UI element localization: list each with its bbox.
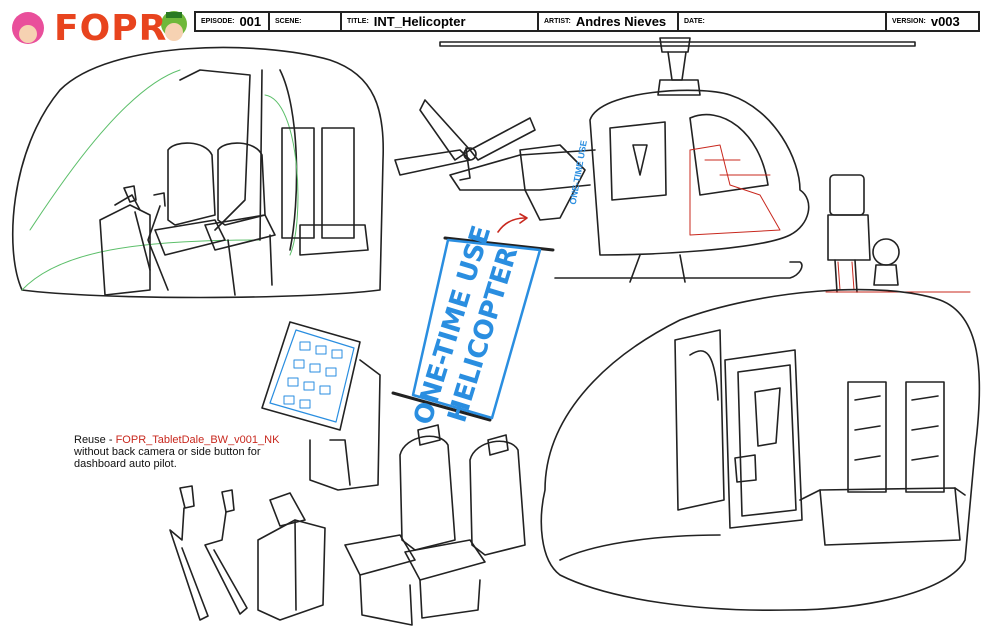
artist-value: Andres Nieves xyxy=(575,14,667,29)
cabin-interior-front-view xyxy=(11,46,385,299)
console-asset xyxy=(257,492,326,621)
episode-cell: EPISODE: 001 xyxy=(196,13,270,30)
date-label: DATE: xyxy=(684,18,705,25)
version-label: VERSION: xyxy=(892,18,926,25)
title-block: EPISODE: 001 SCENE: TITLE: INT_Helicopte… xyxy=(194,11,980,32)
title-label: TITLE: xyxy=(347,18,369,25)
artist-cell: ARTIST: Andres Nieves xyxy=(539,13,679,30)
scene-label: SCENE: xyxy=(275,18,302,25)
title-value: INT_Helicopter xyxy=(373,14,466,29)
show-logo: FOPR xyxy=(6,4,194,49)
episode-label: EPISODE: xyxy=(201,18,235,25)
reuse-note-suffix: without back camera or side button for d… xyxy=(74,446,261,470)
date-cell: DATE: xyxy=(679,13,887,30)
character-size-reference xyxy=(825,174,971,293)
cabin-interior-rear-view xyxy=(540,288,981,612)
episode-value: 001 xyxy=(239,14,262,29)
scene-cell: SCENE: xyxy=(270,13,342,30)
control-levers xyxy=(169,485,248,621)
logo-text: FOPR xyxy=(54,8,168,49)
one-time-use-sign: ONE-TIME USE HELICOPTER xyxy=(391,222,555,428)
cockpit-seats-asset xyxy=(344,424,526,626)
tablet-dashboard-asset xyxy=(261,321,381,491)
reuse-note-reference: FOPR_TabletDale_BW_v001_NK xyxy=(115,434,280,446)
artist-label: ARTIST: xyxy=(544,18,571,25)
reuse-note-prefix: Reuse - xyxy=(74,434,116,446)
version-value: v003 xyxy=(930,14,960,29)
version-cell: VERSION: v003 xyxy=(887,13,978,30)
logo-characters-icon xyxy=(12,11,187,44)
title-cell: TITLE: INT_Helicopter xyxy=(342,13,539,30)
reuse-note: Reuse - FOPR_TabletDale_BW_v001_NK witho… xyxy=(74,434,294,470)
hull-decal-text: ONE-TIME USE xyxy=(568,140,589,206)
